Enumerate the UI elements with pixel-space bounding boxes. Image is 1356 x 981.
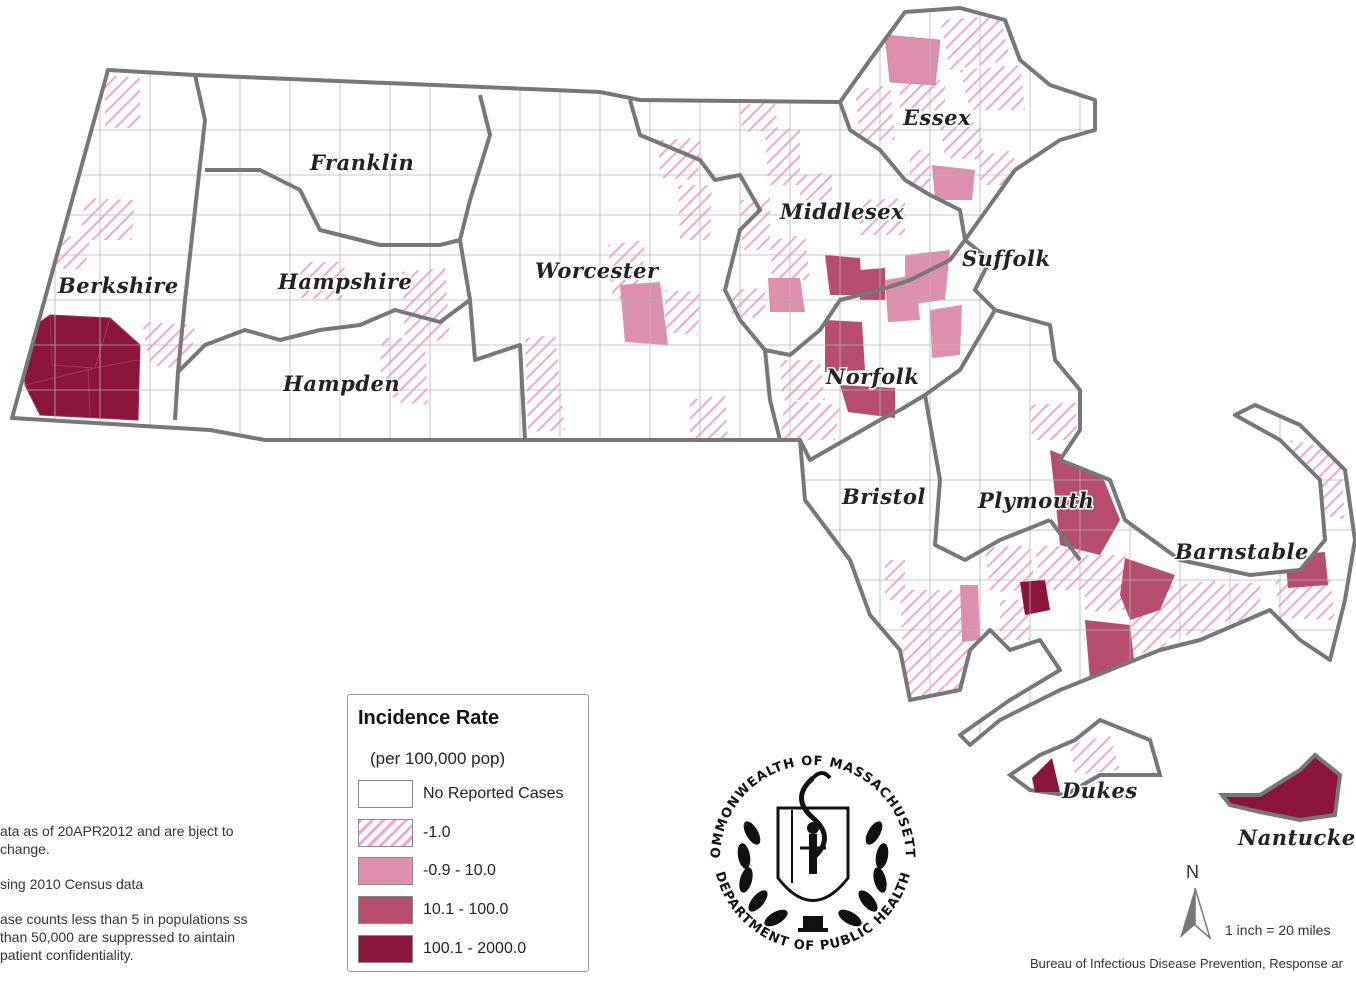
note-suppression: ase counts less than 5 in populations ss… bbox=[0, 911, 248, 963]
county-label-hampden: Hampden bbox=[282, 371, 400, 396]
legend-label: 100.1 - 2000.0 bbox=[423, 940, 527, 957]
county-label-barnstable: Barnstable bbox=[1174, 539, 1309, 564]
county-labels: Berkshire Franklin Hampshire Hampden Wor… bbox=[56, 104, 1356, 852]
county-label-franklin: Franklin bbox=[309, 150, 414, 175]
county-label-nantucket: Nantucket bbox=[1237, 825, 1356, 850]
county-label-bristol: Bristol bbox=[841, 484, 926, 509]
legend: Incidence Rate (per 100,000 pop) No Repo… bbox=[347, 694, 589, 972]
legend-swatch bbox=[358, 857, 413, 885]
legend-swatch bbox=[358, 819, 413, 847]
legend-label: -1.0 bbox=[423, 824, 451, 841]
legend-swatch bbox=[358, 935, 413, 963]
county-label-worcester: Worcester bbox=[535, 258, 660, 283]
islands bbox=[1006, 717, 1343, 823]
county-label-norfolk: Norfolk bbox=[825, 364, 919, 389]
north-label: N bbox=[1186, 862, 1199, 882]
county-boundaries bbox=[10, 6, 1356, 747]
legend-title: Incidence Rate bbox=[358, 707, 500, 729]
legend-label: -0.9 - 10.0 bbox=[423, 862, 496, 879]
legend-label: No Reported Cases bbox=[423, 785, 564, 802]
north-arrow-icon bbox=[1180, 887, 1212, 941]
legend-subtitle: (per 100,000 pop) bbox=[370, 749, 506, 768]
town-shading bbox=[21, 15, 1345, 700]
note-census: sing 2010 Census data bbox=[0, 876, 144, 892]
seal-icon: COMMONWEALTH OF MASSACHUSETTS DEPARTMENT… bbox=[700, 738, 916, 954]
legend-swatch bbox=[358, 780, 413, 808]
county-label-middlesex: Middlesex bbox=[779, 199, 904, 224]
bureau-credit: Bureau of Infectious Disease Prevention,… bbox=[1030, 956, 1343, 971]
legend-swatch bbox=[358, 896, 413, 924]
county-label-berkshire: Berkshire bbox=[57, 273, 179, 298]
county-label-essex: Essex bbox=[902, 105, 971, 130]
county-label-hampshire: Hampshire bbox=[277, 269, 412, 294]
scale-text: 1 inch = 20 miles bbox=[1225, 922, 1331, 938]
county-label-suffolk: Suffolk bbox=[962, 246, 1051, 271]
note-data-date: ata as of 20APR2012 and are bject to cha… bbox=[0, 823, 234, 857]
county-label-plymouth: Plymouth bbox=[977, 488, 1094, 513]
map-notes: ata as of 20APR2012 and are bject to cha… bbox=[0, 822, 270, 981]
county-label-dukes: Dukes bbox=[1061, 778, 1138, 803]
legend-label: 10.1 - 100.0 bbox=[423, 901, 509, 918]
